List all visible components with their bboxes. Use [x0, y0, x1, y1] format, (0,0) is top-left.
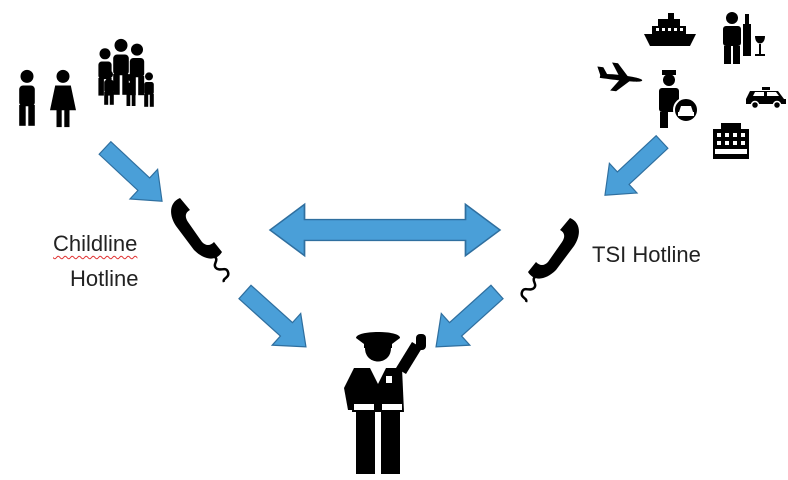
family-group-icon [98, 38, 154, 107]
arrow-between-hotlines [269, 203, 501, 257]
childline-hotline-label-line2: Hotline [70, 266, 139, 291]
cruise-ship-icon [644, 13, 696, 46]
waiter-wine-icon [723, 12, 765, 64]
woman-icon [50, 69, 76, 128]
hotel-icon [713, 123, 749, 159]
car-icon [746, 87, 786, 110]
taxi-driver-icon [659, 70, 699, 128]
telephone-handset-icon [169, 196, 230, 284]
police-officer-icon [344, 332, 426, 474]
arrow-family-to-childline [90, 132, 177, 217]
right-travel-icons [597, 12, 786, 159]
left-people [19, 38, 154, 128]
childline-hotline-label-line1: Childline [53, 231, 138, 256]
telephone-handset-icon [520, 216, 581, 304]
phones [169, 196, 581, 304]
arrow-travel-to-tsi [590, 126, 677, 211]
arrow-childline-to-police [230, 275, 321, 364]
tsi-hotline-label: TSI Hotline [592, 242, 701, 267]
arrow-tsi-to-police [421, 275, 512, 364]
airplane-icon [597, 62, 643, 92]
flow-arrows [90, 126, 677, 364]
man-icon [19, 69, 35, 126]
